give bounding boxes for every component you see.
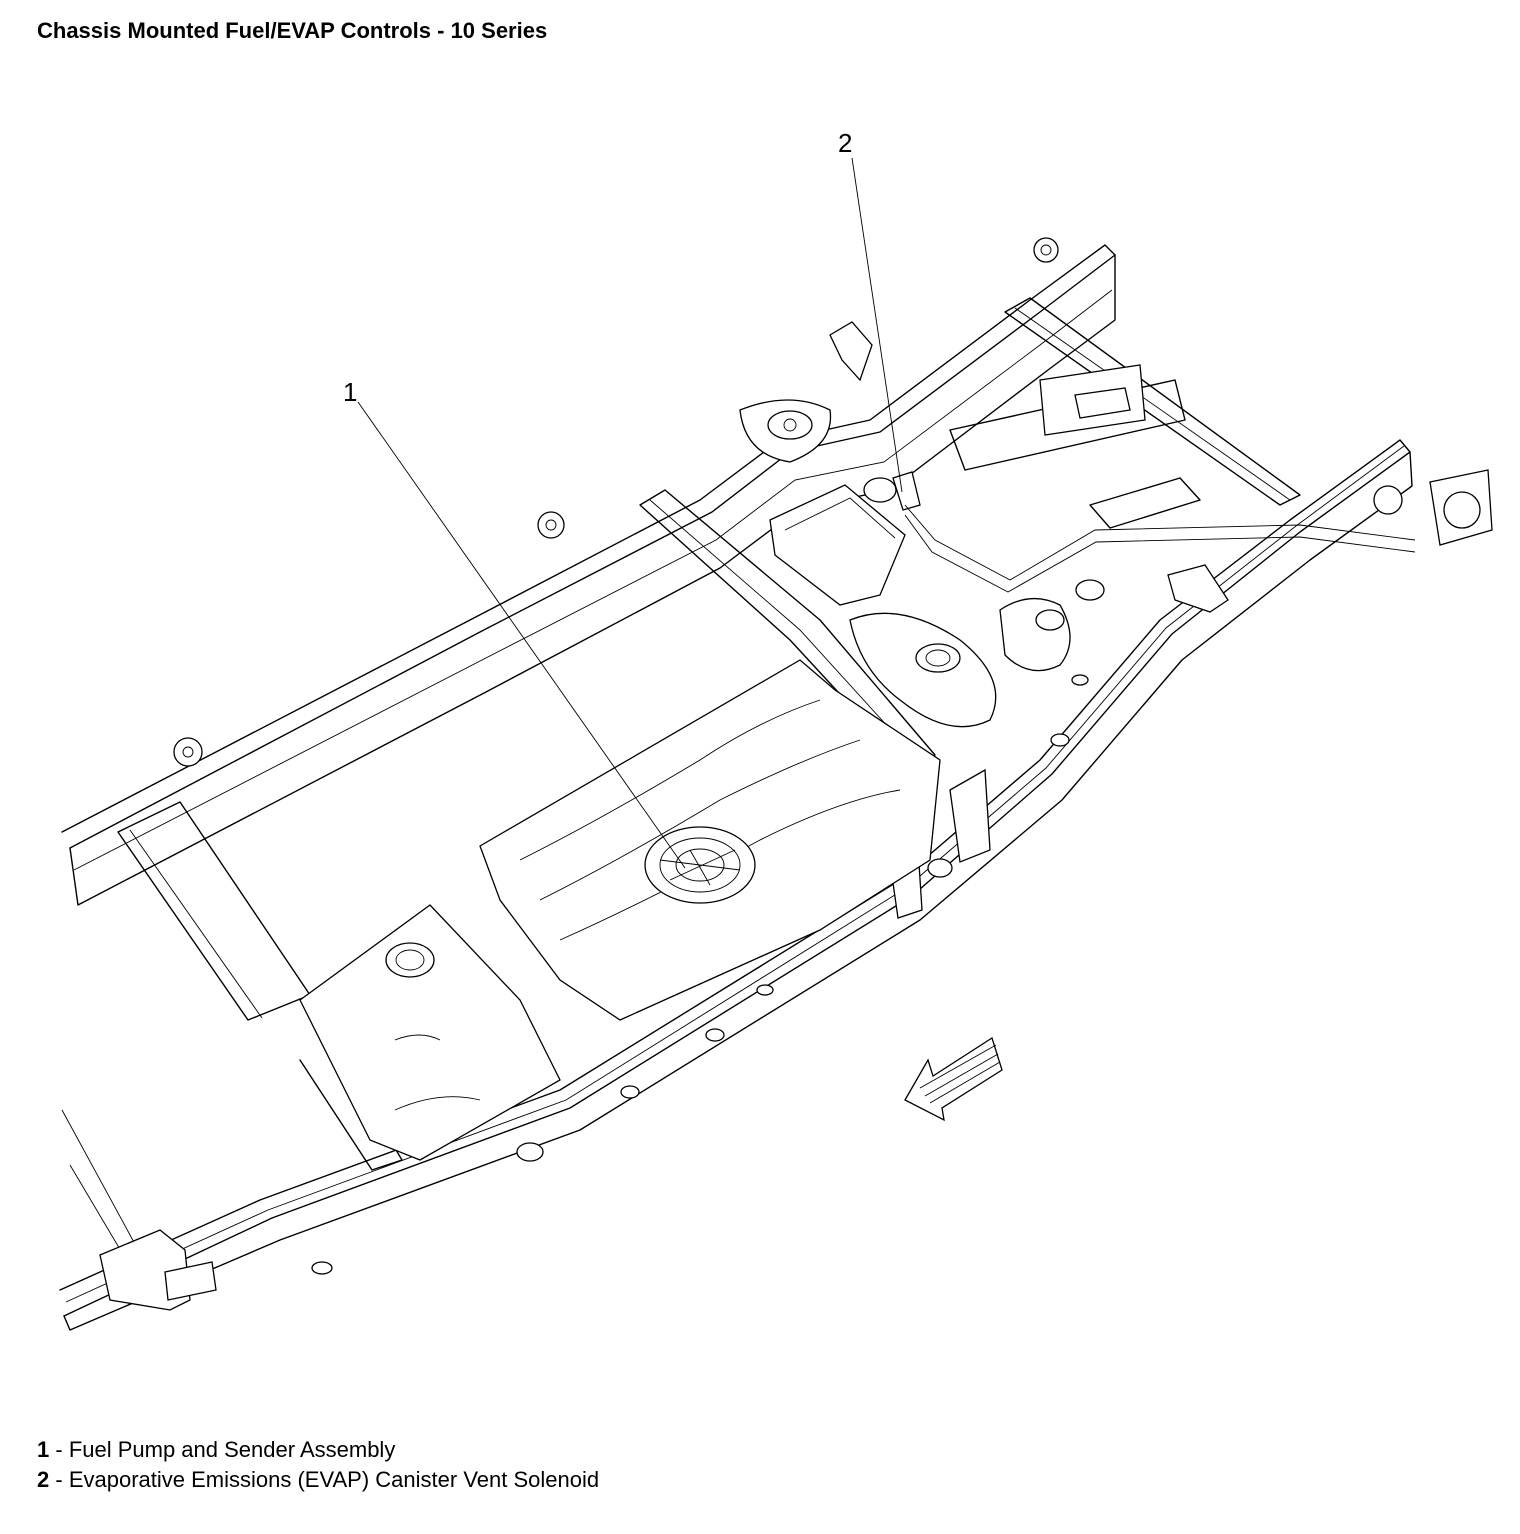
front-frame-section	[61, 1109, 217, 1311]
diagram-title: Chassis Mounted Fuel/EVAP Controls - 10 …	[37, 18, 548, 43]
callout-2: 2	[838, 128, 903, 493]
evap-canister-area	[769, 364, 1493, 728]
legend-item-1-label: Fuel Pump and Sender Assembly	[68, 1437, 396, 1462]
fuel-tank	[299, 659, 941, 1161]
fuel-pump-sender-assembly	[644, 826, 756, 904]
legend-item-2-label: Evaporative Emissions (EVAP) Canister Ve…	[68, 1467, 600, 1492]
callout-2-number: 2	[838, 128, 852, 158]
legend-item-1: 1 - Fuel Pump and Sender Assembly	[37, 1437, 395, 1463]
legend-item-1-number: 1	[37, 1437, 50, 1462]
legend-item-2-number: 2	[37, 1467, 50, 1492]
callout-1-number: 1	[343, 377, 357, 407]
legend-item-2: 2 - Evaporative Emissions (EVAP) Caniste…	[37, 1467, 599, 1493]
legend-separator: -	[49, 1467, 69, 1492]
front-direction-arrow-icon	[904, 1036, 1003, 1122]
legend-separator: -	[49, 1437, 69, 1462]
callout-1: 1	[343, 377, 686, 869]
